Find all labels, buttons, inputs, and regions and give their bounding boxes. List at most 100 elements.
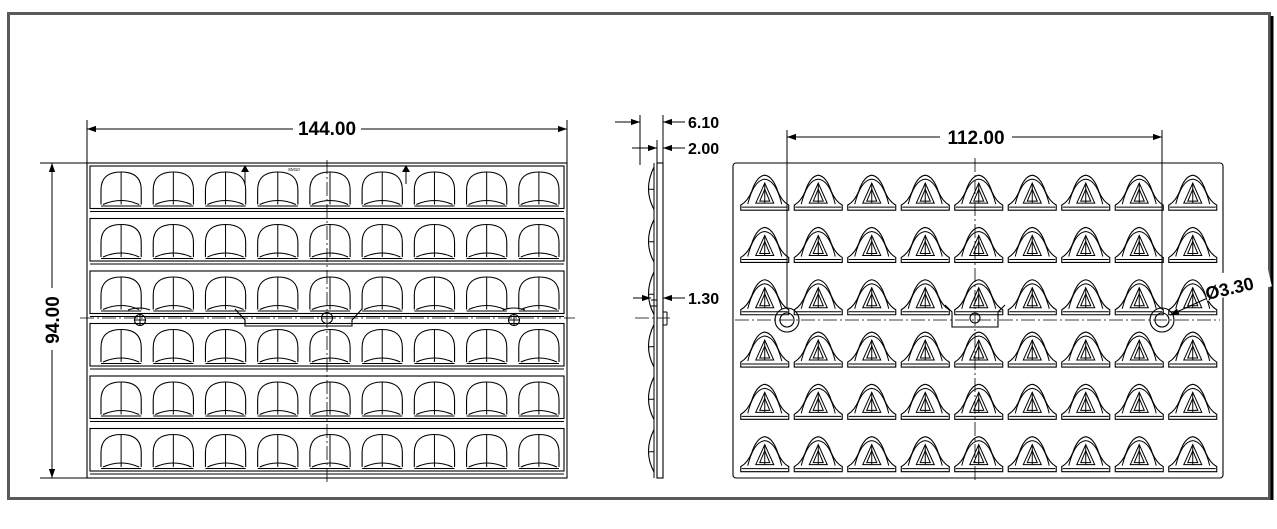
lens-element [204, 223, 247, 259]
lens-element [466, 328, 508, 364]
lens-element [309, 328, 351, 364]
side-lens-profile [647, 166, 655, 210]
side-lens-profile [647, 376, 655, 420]
side-lens-profile [647, 429, 655, 473]
back-lens-element [1007, 331, 1057, 368]
back-lens-element [847, 331, 897, 368]
back-lens-element [954, 331, 1004, 368]
hole-spacing-dimension: 112.00 [947, 128, 1004, 149]
back-lens-element [1168, 279, 1218, 316]
front-right-hole [502, 307, 526, 327]
back-lens-element [900, 383, 950, 420]
back-lens-element [1114, 279, 1164, 316]
lens-element [152, 381, 194, 417]
orientation-arrow-icon [241, 165, 249, 184]
lens-element [204, 328, 247, 364]
back-lens-element [1061, 174, 1111, 211]
back-lens-element [847, 279, 897, 316]
front-center-hole [320, 311, 334, 325]
height-dimension: 94.00 [43, 296, 64, 344]
back-lens-element [1007, 279, 1057, 316]
back-lens-element [740, 383, 790, 420]
lens-element [518, 328, 560, 364]
back-lens-element [740, 174, 790, 211]
back-lens-element [954, 174, 1004, 211]
orientation-arrow-icon [402, 165, 410, 184]
lens-element [100, 171, 142, 207]
back-lens-element [847, 174, 897, 211]
step-dimension: 1.30 [688, 291, 719, 308]
lens-element [518, 171, 560, 207]
front-center-tab [234, 308, 363, 327]
back-lens-element [1007, 436, 1057, 473]
back-lens-element [1168, 383, 1218, 420]
back-lens-element [847, 226, 897, 263]
lens-element [309, 381, 351, 417]
lens-element [309, 433, 351, 469]
lens-element [413, 276, 456, 312]
lens-element [152, 276, 194, 312]
lens-element [466, 381, 508, 417]
lens-element [204, 171, 247, 207]
lens-element [309, 171, 351, 207]
back-lens-element [793, 174, 843, 211]
lens-element [257, 171, 299, 207]
back-lens-element [1061, 279, 1111, 316]
lens-element [204, 276, 247, 312]
back-lens-element [900, 174, 950, 211]
side-lens-profile [647, 271, 655, 315]
back-lens-element [1114, 383, 1164, 420]
lens-element [100, 433, 142, 469]
back-lens-element [1168, 436, 1218, 473]
back-lens-element [1007, 226, 1057, 263]
lens-element [257, 328, 299, 364]
front-view: SM10 144.00 94.00 [40, 118, 575, 485]
back-lens-element [1168, 331, 1218, 368]
lens-element [309, 223, 351, 259]
lens-element [466, 433, 508, 469]
lens-element [518, 276, 560, 312]
back-lens-element [900, 226, 950, 263]
back-lens-element [1061, 331, 1111, 368]
lens-element [152, 433, 194, 469]
back-lens-element [1114, 226, 1164, 263]
back-lens-element [740, 279, 790, 316]
back-lens-element [793, 226, 843, 263]
lens-element [204, 381, 247, 417]
lens-element [361, 223, 403, 259]
lens-element [361, 433, 403, 469]
back-lens-element [900, 331, 950, 368]
side-view: 6.10 2.00 1.30 [615, 115, 719, 479]
lens-element [152, 223, 194, 259]
drawing-frame [7, 12, 1271, 500]
lens-element [413, 328, 456, 364]
back-lens-element [1007, 174, 1057, 211]
back-lens-element [847, 436, 897, 473]
back-lens-element [1061, 436, 1111, 473]
back-lens-element [793, 331, 843, 368]
lens-element [466, 276, 508, 312]
lens-element [361, 171, 403, 207]
back-lens-element [740, 226, 790, 263]
lens-element [361, 328, 403, 364]
back-center-tab [944, 304, 1006, 328]
lens-element [413, 433, 456, 469]
lens-element [413, 381, 456, 417]
lens-element [466, 171, 508, 207]
lens-element [100, 328, 142, 364]
lens-element [518, 433, 560, 469]
lens-element [518, 223, 560, 259]
back-lens-element [900, 436, 950, 473]
back-lens-element [793, 436, 843, 473]
back-lens-element [954, 436, 1004, 473]
back-lens-element [954, 383, 1004, 420]
back-lens-element [793, 383, 843, 420]
back-lens-element [793, 279, 843, 316]
lens-element [152, 171, 194, 207]
lens-element [204, 433, 247, 469]
lens-element [257, 433, 299, 469]
lens-element [413, 223, 456, 259]
lens-element [518, 381, 560, 417]
lens-element [257, 276, 299, 312]
